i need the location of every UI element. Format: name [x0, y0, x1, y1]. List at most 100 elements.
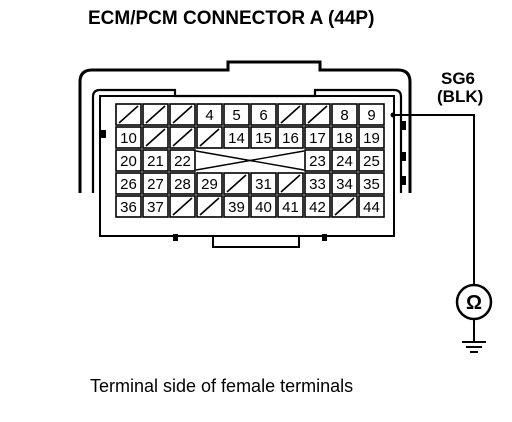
terminal-cell	[223, 172, 250, 195]
terminal-cell	[115, 195, 142, 218]
terminal-cell	[223, 195, 250, 218]
terminal-number: 40	[255, 199, 272, 216]
terminal-number: 8	[340, 107, 348, 124]
terminal-number: 15	[255, 130, 272, 147]
blank-area-cross	[195, 150, 305, 171]
ground-icon	[462, 319, 486, 353]
terminal-number: 24	[336, 153, 353, 170]
unused-terminal-slash	[172, 128, 193, 147]
terminal-number: 27	[147, 176, 164, 193]
unused-terminal-slash	[145, 105, 166, 124]
terminal-cell	[331, 103, 358, 126]
terminal-cell	[196, 195, 223, 218]
terminal-cell	[331, 126, 358, 149]
ohm-symbol: Ω	[466, 292, 482, 314]
terminal-cell	[169, 195, 196, 218]
terminal-cell	[169, 103, 196, 126]
terminal-number: 25	[363, 153, 380, 170]
terminal-number: 35	[363, 176, 380, 193]
terminal-number: 19	[363, 130, 380, 147]
terminal-cell	[115, 172, 142, 195]
terminal-cell	[169, 149, 196, 172]
terminal-cell	[196, 103, 223, 126]
terminal-number: 17	[309, 130, 326, 147]
terminal-cell	[115, 126, 142, 149]
terminal-number: 39	[228, 199, 245, 216]
terminal-number: 41	[282, 199, 299, 216]
terminal-number: 44	[363, 199, 380, 216]
terminal-cell	[331, 172, 358, 195]
terminal-number: 34	[336, 176, 353, 193]
terminal-cell	[358, 149, 385, 172]
wire-label-sg6: SG6	[441, 69, 475, 88]
terminal-number: 31	[255, 176, 272, 193]
terminal-cell	[250, 195, 277, 218]
housing-latch-right-low	[400, 176, 406, 185]
terminal-cell	[331, 195, 358, 218]
unused-terminal-slash	[226, 174, 247, 193]
terminal-number: 14	[228, 130, 245, 147]
housing-latch-left	[100, 130, 106, 138]
terminal-cell	[142, 126, 169, 149]
terminal-cell	[304, 103, 331, 126]
terminal-cell	[358, 126, 385, 149]
terminal-cell	[115, 103, 142, 126]
terminal-number: 42	[309, 199, 326, 216]
terminal-cell	[358, 103, 385, 126]
wire-label-color: (BLK)	[437, 87, 483, 106]
terminal-cell	[142, 149, 169, 172]
terminal-cell	[277, 195, 304, 218]
terminal-number: 10	[120, 130, 137, 147]
terminal-cell	[277, 103, 304, 126]
terminal-cell	[358, 172, 385, 195]
unused-terminal-slash	[118, 105, 139, 124]
terminal-cell	[250, 172, 277, 195]
terminal-cell	[358, 195, 385, 218]
unused-terminal-slash	[145, 128, 166, 147]
unused-terminal-slash	[172, 197, 193, 216]
terminal-cell	[304, 172, 331, 195]
terminal-cell	[331, 149, 358, 172]
sg6-wire	[390, 112, 475, 286]
terminal-number: 16	[282, 130, 299, 147]
terminal-cell	[196, 172, 223, 195]
terminal-number: 37	[147, 199, 164, 216]
terminal-number: 26	[120, 176, 137, 193]
terminal-cell	[277, 126, 304, 149]
terminal-number: 6	[259, 107, 267, 124]
terminal-number: 4	[205, 107, 213, 124]
terminal-number: 20	[120, 153, 137, 170]
housing-latch-right-mid	[400, 152, 406, 161]
terminal-cell	[142, 195, 169, 218]
terminal-cell	[304, 126, 331, 149]
terminal-cell	[304, 149, 331, 172]
terminal-cell	[277, 172, 304, 195]
unused-terminal-slash	[199, 128, 220, 147]
terminal-cell	[250, 103, 277, 126]
terminal-cell	[196, 126, 223, 149]
terminal-number: 21	[147, 153, 164, 170]
unused-terminal-slash	[199, 197, 220, 216]
terminal-number: 22	[174, 153, 191, 170]
unused-terminal-slash	[334, 197, 355, 216]
terminal-cell	[169, 126, 196, 149]
housing-latch-right-top	[400, 121, 406, 130]
terminal-number: 5	[232, 107, 240, 124]
ohmmeter-icon: Ω	[455, 283, 493, 321]
terminal-number: 33	[309, 176, 326, 193]
connector-housing	[78, 60, 412, 248]
terminal-cell	[223, 126, 250, 149]
terminal-cell	[142, 172, 169, 195]
terminal-cell	[169, 172, 196, 195]
terminal-number: 18	[336, 130, 353, 147]
unused-terminal-slash	[280, 174, 301, 193]
terminal-cell	[115, 149, 142, 172]
housing-key-bottom-left	[173, 234, 178, 241]
unused-terminal-slash	[172, 105, 193, 124]
terminal-cell	[223, 103, 250, 126]
diagram-title: ECM/PCM CONNECTOR A (44P)	[88, 8, 374, 29]
terminal-number: 28	[174, 176, 191, 193]
terminal-number: 36	[120, 199, 137, 216]
